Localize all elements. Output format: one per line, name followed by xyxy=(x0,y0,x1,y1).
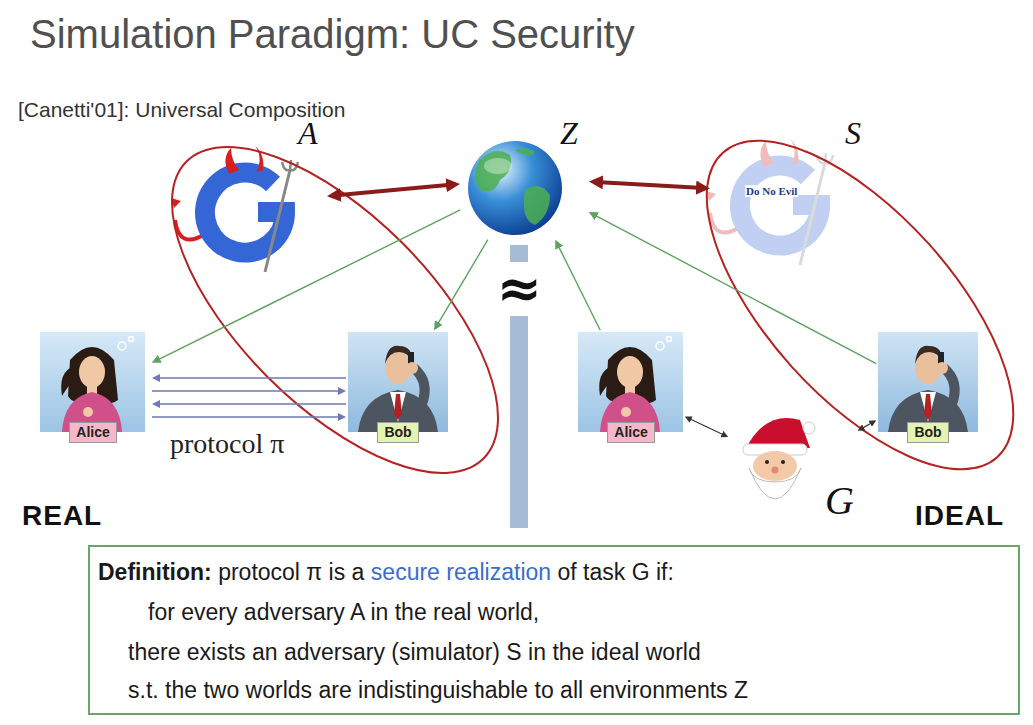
globe xyxy=(475,151,511,191)
name-tag: Bob xyxy=(377,422,418,443)
world-label: REAL xyxy=(22,500,102,532)
name-tag: Alice xyxy=(69,422,116,443)
party-figure: Alice xyxy=(578,332,683,450)
connector-arrow xyxy=(861,422,874,429)
adversary-letter: A xyxy=(298,116,318,151)
definition-text: for every adversary A in the real world, xyxy=(148,599,539,625)
adversary-logo-art xyxy=(171,146,298,272)
santa-figure xyxy=(753,451,797,481)
connector-arrow xyxy=(596,182,703,188)
definition-text: of task G if: xyxy=(558,559,674,585)
connector-arrow xyxy=(593,214,876,364)
connector-arrow xyxy=(152,416,342,417)
definition-text: secure realization xyxy=(371,559,551,585)
connector-arrow xyxy=(688,418,725,435)
connector-arrow xyxy=(156,210,460,361)
definition-line: there exists an adversary (simulator) S … xyxy=(128,639,701,666)
alice-figure xyxy=(578,332,683,432)
definition-line: Definition:protocol π is a secure realiza… xyxy=(98,559,674,586)
santa-figure xyxy=(743,418,815,499)
environment-letter: Z xyxy=(560,116,578,151)
connector-arrow xyxy=(436,240,487,327)
simulator-letter: S xyxy=(845,116,861,151)
definition-box: Definition:protocol π is a secure realiza… xyxy=(88,545,1020,715)
definition-text: Definition: xyxy=(98,559,212,585)
party-figure: Alice xyxy=(40,332,150,450)
name-tag: Alice xyxy=(607,422,654,443)
citation-label: [Canetti'01]: Universal Composition xyxy=(18,98,345,122)
santa-figure xyxy=(803,422,815,434)
alice-figure xyxy=(40,332,145,432)
bob-figure xyxy=(348,332,448,432)
definition-line: for every adversary A in the real world, xyxy=(148,599,539,626)
definition-text: there exists an adversary (simulator) S … xyxy=(128,639,701,665)
globe xyxy=(524,186,550,225)
santa-figure xyxy=(765,460,769,464)
name-tag: Bob xyxy=(907,422,948,443)
environment-globe: Z xyxy=(462,118,587,238)
party-figure: Bob xyxy=(348,332,448,450)
world-label: IDEAL xyxy=(915,500,1004,532)
bob-figure xyxy=(878,332,978,432)
connector-arrow xyxy=(156,403,346,404)
definition-text: s.t. the two worlds are indistinguishabl… xyxy=(128,677,748,703)
definition-text: protocol π is a xyxy=(218,559,364,585)
globe xyxy=(468,141,562,235)
definition-line: s.t. the two worlds are indistinguishabl… xyxy=(128,677,748,704)
protocol-label: protocol π xyxy=(170,428,284,460)
simulator-logo-art xyxy=(706,139,833,265)
santa-figure xyxy=(772,467,779,474)
connector-arrow xyxy=(156,377,346,378)
logo-slogan: Do No Evil xyxy=(745,185,798,197)
approx-symbol: ≈ xyxy=(494,262,543,316)
globe xyxy=(484,158,512,174)
connector-arrow xyxy=(334,185,453,196)
globe xyxy=(468,141,562,235)
slide-title: Simulation Paradigm: UC Security xyxy=(30,12,635,57)
globe xyxy=(515,148,535,156)
globe xyxy=(475,148,550,225)
santa-figure xyxy=(781,460,785,464)
adversary-logo: A xyxy=(180,118,325,288)
simulator-logo: Do No Evil S xyxy=(712,118,872,268)
functionality-letter: G xyxy=(825,479,854,523)
connector-arrow xyxy=(152,390,342,391)
corruption-ellipse xyxy=(119,94,550,525)
functionality-figure: G xyxy=(730,405,856,530)
party-figure: Bob xyxy=(878,332,978,450)
connector-arrow xyxy=(557,244,600,330)
corruption-ellipse xyxy=(654,91,1033,519)
